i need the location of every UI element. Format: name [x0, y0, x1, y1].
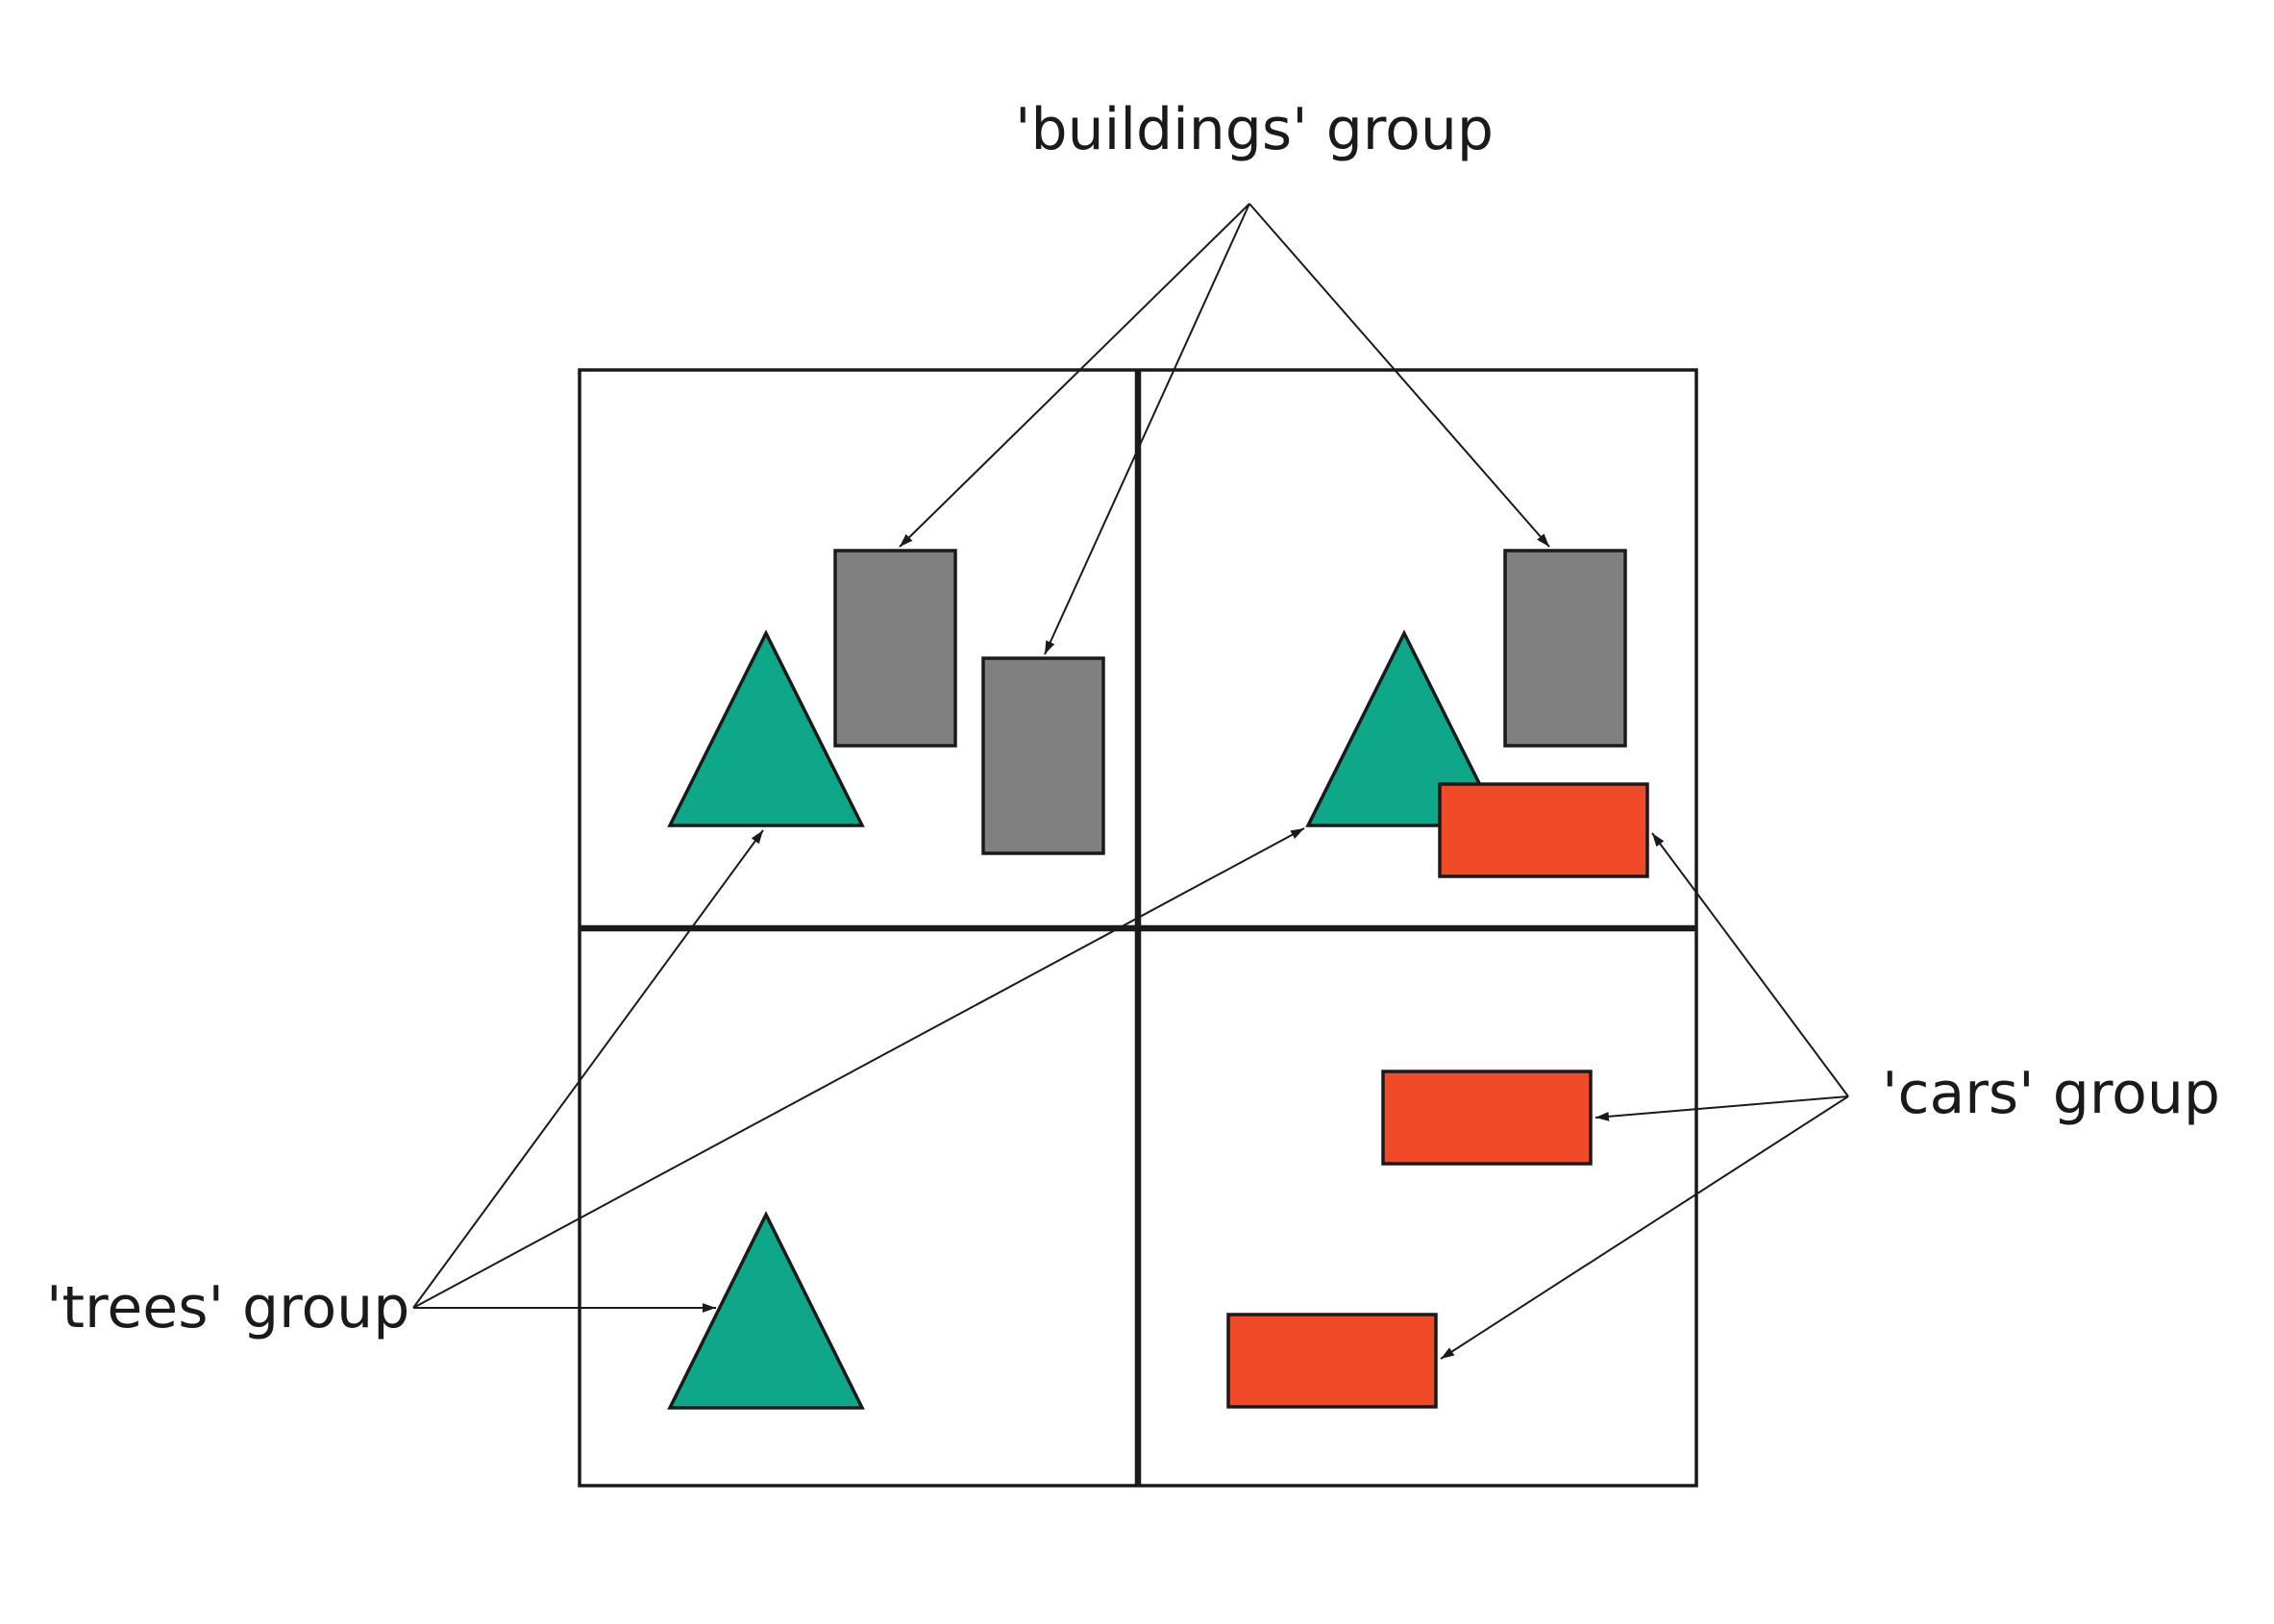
trees-group-label: 'trees' group [46, 1274, 409, 1341]
cars-arrow-2 [1594, 1095, 1849, 1121]
trees-arrow-2 [412, 827, 1305, 1309]
cars-group-label: 'cars' group [1882, 1060, 2220, 1127]
cars-arrow-3 [1440, 1095, 1849, 1360]
car-1 [1438, 782, 1649, 878]
tree-1 [667, 629, 865, 827]
car-3 [1226, 1313, 1438, 1409]
cars-arrow-1 [1651, 832, 1849, 1097]
tree-2 [1305, 629, 1503, 827]
buildings-arrow-1 [899, 203, 1250, 548]
building-2 [981, 656, 1105, 855]
tree-3 [667, 1211, 865, 1410]
buildings-arrow-3 [1248, 203, 1550, 548]
buildings-group-label: 'buildings' group [1015, 96, 1494, 163]
car-2 [1381, 1070, 1593, 1166]
building-1 [833, 549, 957, 748]
trees-arrow-1 [412, 829, 764, 1309]
building-3 [1503, 549, 1627, 748]
buildings-arrow-2 [1044, 203, 1250, 655]
